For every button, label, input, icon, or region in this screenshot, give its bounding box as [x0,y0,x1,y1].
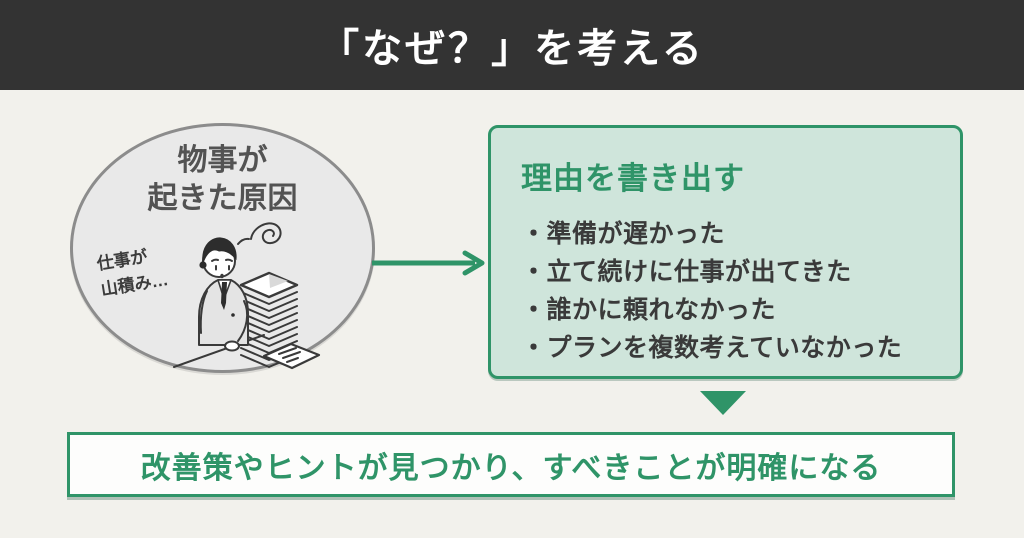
triangle-down-icon [700,391,746,415]
reason-item: ・立て続けに仕事が出てきた [521,258,852,286]
conclusion-text: 改善策やヒントが見つかり、すべきことが明確になる [140,451,882,485]
reasons-box: 理由を書き出す ・準備が遅かった ・立て続けに仕事が出てきた ・誰かに頼れなかっ… [488,125,963,379]
arrow-right-icon [372,250,485,276]
worker-figure [198,237,249,352]
cause-title-line1: 物事が [177,144,268,177]
conclusion-box: 改善策やヒントが見つかり、すべきことが明確になる [67,432,955,497]
paper-stack-icon [239,271,299,368]
overworked-person-illustration [173,222,321,370]
workload-caption: 仕事が 山積み… [95,241,170,302]
reasons-list: ・準備が遅かった ・立て続けに仕事が出てきた ・誰かに頼れなかった ・プランを複… [521,215,940,367]
header-bar: 「なぜ？」を考える [0,0,1024,90]
cause-title-line2: 起きた原因 [147,182,298,216]
reasons-title: 理由を書き出す [521,161,745,196]
confusion-scribble-icon [237,222,282,245]
reason-item: ・プランを複数考えていなかった [521,334,903,362]
document-icon [262,342,321,370]
reason-item: ・準備が遅かった [521,220,726,248]
cause-title: 物事が 起きた原因 [73,142,372,219]
reason-item: ・誰かに頼れなかった [521,296,777,324]
cause-ellipse: 物事が 起きた原因 仕事が 山積み… [70,123,375,373]
page-title: 「なぜ？」を考える [319,27,705,71]
